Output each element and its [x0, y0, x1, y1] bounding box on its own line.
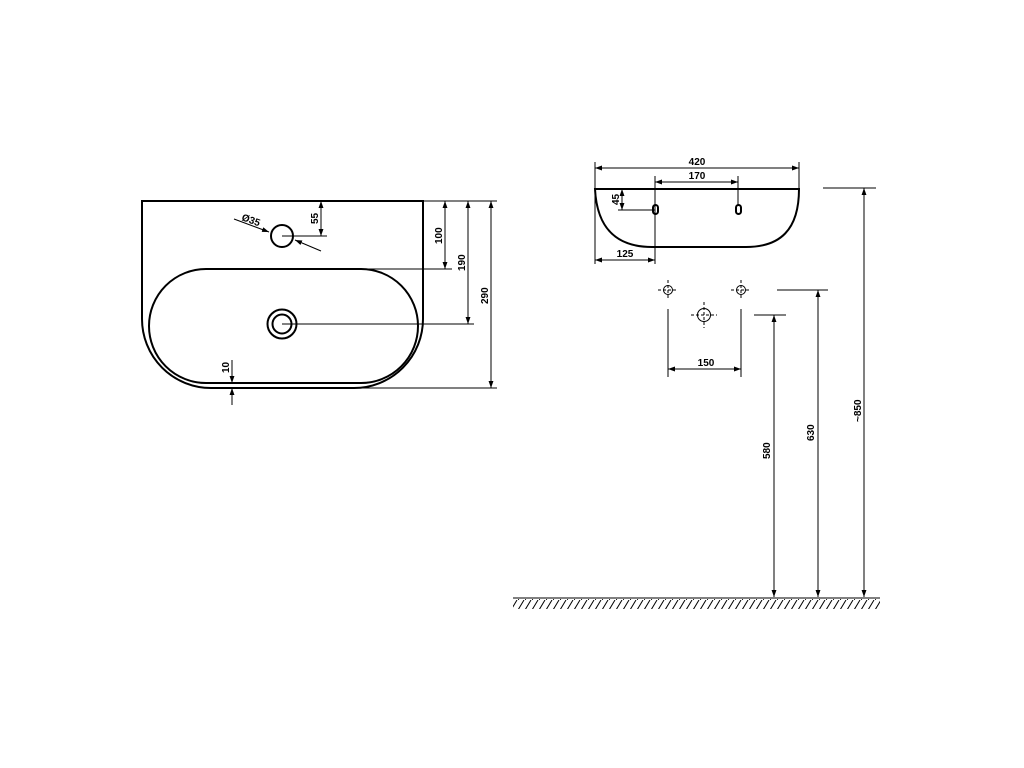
basin-outer-outline: [141, 200, 424, 389]
height-580-label: 580: [762, 442, 773, 459]
installation-view: 150 580 630 ~850: [513, 187, 880, 609]
drain-offset-label: 190: [457, 254, 468, 271]
inner-bowl-outline: [148, 268, 419, 384]
height-850-label: ~850: [853, 399, 864, 422]
bowl-offset-label: 100: [434, 227, 445, 244]
hole-height-label: 45: [611, 193, 622, 205]
hole-from-edge-label: 125: [617, 249, 634, 260]
plan-view: Ø35 55 100 190 290 10: [141, 200, 497, 405]
valve-spacing-label: 150: [698, 358, 715, 369]
depth-label: 290: [480, 287, 491, 304]
rim-label: 10: [221, 361, 232, 373]
drain-outlet: [691, 302, 717, 328]
basin-side-profile: [593, 188, 801, 248]
valve-right: [731, 280, 751, 300]
floor-line: [513, 597, 880, 609]
height-630-label: 630: [806, 424, 817, 441]
side-view: 420 170 45 125: [593, 157, 801, 264]
hole-diameter-label: Ø35: [240, 212, 262, 229]
valve-left: [658, 280, 678, 300]
hole-offset-label: 55: [310, 212, 321, 224]
hole-spacing-label: 170: [689, 171, 706, 182]
width-label: 420: [689, 157, 706, 168]
mounting-hole-right: [735, 204, 742, 215]
